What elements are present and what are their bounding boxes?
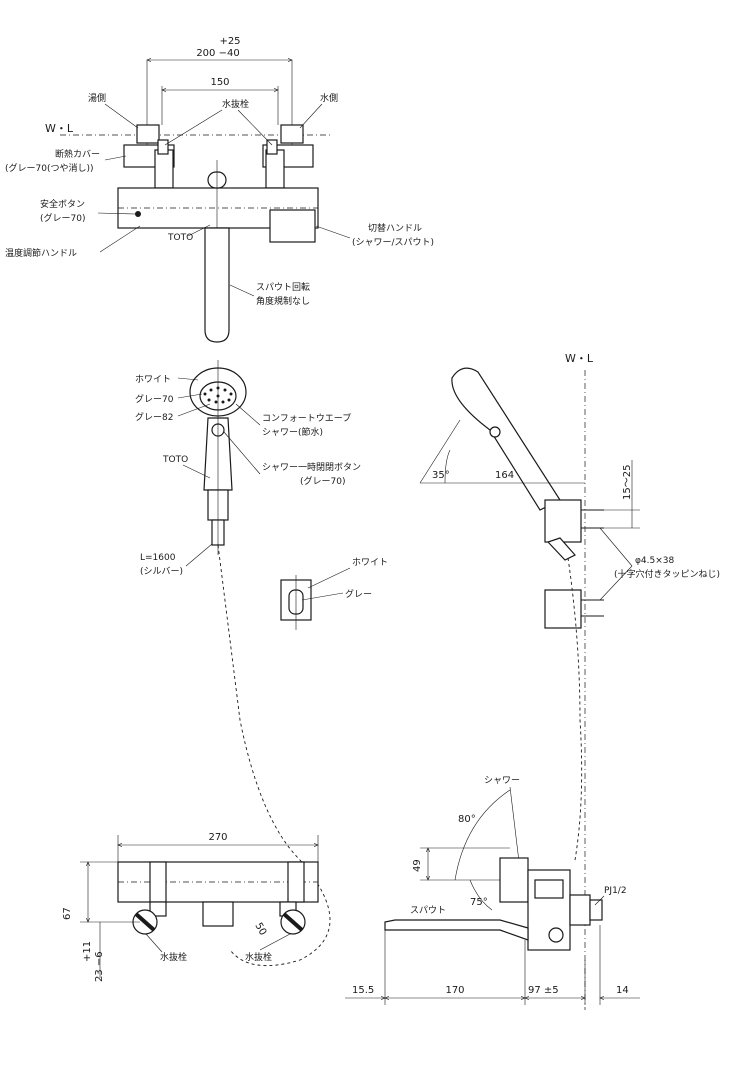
dim-angle-35: 35°	[432, 470, 450, 481]
side-spout	[384, 919, 529, 941]
dim-height-49: 49	[412, 859, 423, 872]
cold-side-label: 水側	[320, 92, 338, 104]
side-body-cap	[534, 879, 564, 899]
comfort-wave-sub-label: シャワー(節水)	[262, 426, 323, 438]
dim-14: 14	[616, 985, 629, 996]
dim-15-5: 15.5	[352, 985, 374, 996]
bottom-side-view: シャワー 80° 49 スパウト 75° PJ1/2 15.5	[345, 776, 640, 1005]
hot-leg	[154, 149, 174, 189]
dim-angle-80: 80°	[458, 814, 476, 825]
cold-drain-plug	[266, 139, 278, 155]
safety-button-label: 安全ボタン	[40, 198, 85, 210]
spout-label: スパウト	[410, 905, 446, 916]
dim-pitch-50: 50	[252, 921, 268, 938]
dim-angle-75: 75°	[470, 897, 488, 908]
drain-plug-left-label: 水抜栓	[160, 951, 187, 963]
toto-handle-label: TOTO	[162, 455, 188, 465]
hot-union	[136, 124, 160, 144]
wl-side-label: W・L	[565, 352, 594, 365]
cold-union	[280, 124, 304, 144]
head-grey70-label: グレー70	[135, 393, 174, 405]
side-drain-plug	[548, 927, 564, 943]
head-grey82-label: グレー82	[135, 411, 173, 423]
comfort-wave-label: コンフォートウエーブ	[262, 412, 351, 424]
dim-range-15-25: 15〜25	[622, 465, 633, 500]
dim-width-range: 200 −40	[196, 48, 239, 59]
dim-tol-plus: +25	[219, 36, 240, 47]
pj-label: PJ1/2	[604, 886, 627, 896]
shower-head-front-view: ホワイト グレー70 グレー82 コンフォートウエーブ シャワー(節水) TOT…	[135, 360, 361, 967]
side-union	[569, 894, 591, 926]
spout	[204, 227, 230, 343]
side-holder-lower	[544, 589, 582, 629]
holder-front-view: ホワイト グレー	[280, 557, 388, 630]
heat-cover-label: 断熱カバー	[55, 148, 100, 160]
side-shower-head	[451, 367, 561, 511]
stop-button-sub-label: (グレー70)	[300, 475, 345, 487]
spout-rotation-sub-label: 角度規制なし	[256, 295, 310, 307]
shower-label: シャワー	[484, 776, 520, 786]
drain-plug-right-label: 水抜栓	[245, 951, 272, 963]
top-faucet-view: +25 200 −40 150 W・L 湯側 水側 水抜栓	[5, 36, 434, 343]
side-pipe	[589, 899, 603, 921]
stop-button-label: シャワー一時閉閉ボタン	[262, 462, 361, 473]
side-holder-upper	[544, 499, 582, 543]
dim-tol-23-6: 23 −6	[94, 951, 105, 982]
cold-leg	[265, 149, 285, 189]
dim-97: 97 ±5	[528, 985, 559, 996]
safety-button-dot	[135, 211, 141, 217]
safety-button-color-label: (グレー70)	[40, 212, 85, 224]
bottom-spout-joint	[202, 901, 234, 927]
switch-handle-part	[269, 209, 316, 243]
temp-handle-label: 温度調節ハンドル	[5, 247, 77, 259]
screw-spec-label: φ4.5×38	[635, 556, 675, 566]
dim-170: 170	[445, 985, 464, 996]
spout-rotation-label: スパウト回転	[256, 282, 310, 293]
dim-height-67: 67	[62, 907, 73, 920]
dim-head-164: 164	[495, 470, 514, 481]
dim-pitch: 150	[210, 77, 229, 88]
side-stop-button	[489, 426, 501, 438]
head-white-label: ホワイト	[135, 374, 171, 385]
bottom-body-band-left	[149, 861, 167, 903]
hose-color-label: (シルバー)	[140, 566, 183, 577]
hot-drain-plug	[157, 139, 169, 155]
switch-handle-label: 切替ハンドル	[368, 222, 422, 234]
drain-plug-top-label: 水抜栓	[222, 98, 249, 110]
holder-white-label: ホワイト	[352, 557, 388, 568]
side-switch-body	[499, 857, 529, 903]
hose-length-label: L=1600	[140, 553, 176, 563]
side-hose-connector	[546, 537, 576, 561]
wl-top-label: W・L	[45, 122, 74, 135]
holder-grey-label: グレー	[345, 588, 372, 600]
dim-width-270: 270	[208, 832, 227, 843]
hot-side-label: 湯側	[88, 92, 106, 104]
screw-type-label: (十字穴付きタッピンねじ)	[614, 568, 720, 580]
bottom-front-view: 270 67 +11 23 −6 50 水抜栓 水抜栓	[62, 832, 319, 982]
dim-tol-11: +11	[82, 941, 93, 962]
toto-body-label: TOTO	[167, 233, 193, 243]
side-shower-view: W・L 35° 164 15〜25 φ4.5×38 (十字穴付きタッピンねじ)	[419, 352, 720, 1010]
side-hose	[567, 557, 583, 861]
heat-cover-color-label: (グレー70(つや消し))	[5, 162, 94, 174]
bottom-body-band-right	[287, 861, 305, 903]
bottom-hot-leg	[149, 901, 167, 917]
switch-handle-sub-label: (シャワー/スパウト)	[352, 237, 434, 248]
